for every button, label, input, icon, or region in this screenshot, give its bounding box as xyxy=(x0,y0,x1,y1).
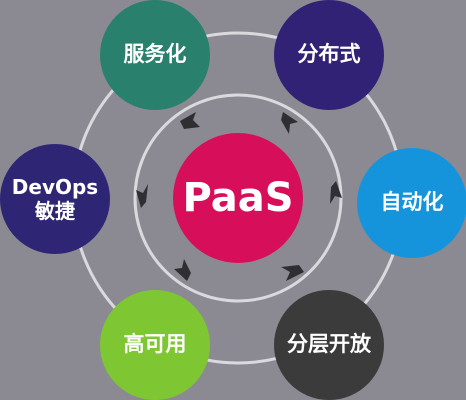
orbit-arrow-left xyxy=(136,184,148,208)
high-availability-node: 高可用 xyxy=(100,290,210,400)
layered-open-node: 分层开放 xyxy=(274,290,384,400)
high-availability-label: 高可用 xyxy=(123,332,187,357)
layered-open-label: 分层开放 xyxy=(287,332,371,357)
center-paas-label: PaaS xyxy=(182,175,294,221)
distributed-node: 分布式 xyxy=(274,0,384,110)
devops-label-line2: 敏捷 xyxy=(35,199,75,223)
service-node: 服务化 xyxy=(100,0,210,110)
devops-agile-node: DevOps 敏捷 xyxy=(0,144,110,254)
devops-label-line1: DevOps xyxy=(11,175,99,199)
orbit-arrow-bottom-right xyxy=(281,265,304,281)
orbit-arrow-top-right xyxy=(281,112,298,134)
orbit-arrows xyxy=(136,112,342,281)
inner-ring xyxy=(133,93,343,303)
distributed-label: 分布式 xyxy=(297,42,361,67)
orbit-arrow-top-left xyxy=(180,112,200,129)
automation-label: 自动化 xyxy=(380,190,444,215)
automation-node: 自动化 xyxy=(357,148,466,258)
center-paas-node: PaaS xyxy=(173,133,303,263)
orbit-arrow-right xyxy=(330,181,342,204)
service-label: 服务化 xyxy=(123,42,187,67)
orbit-arrow-bottom-left xyxy=(174,259,191,281)
